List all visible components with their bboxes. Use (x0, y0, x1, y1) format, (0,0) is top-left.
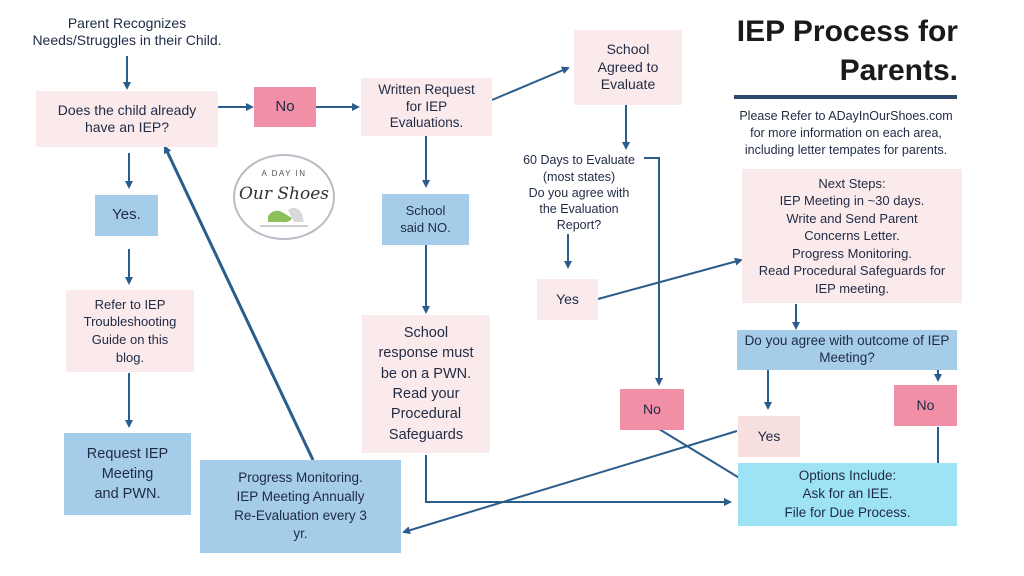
arrow-no-to-options (658, 428, 748, 484)
node-no-2: No (620, 389, 684, 430)
node-next-steps: Next Steps: IEP Meeting in ~30 days. Wri… (742, 169, 962, 303)
arrow-yes-to-progress (402, 430, 738, 535)
arrow-request-to-agreed (491, 66, 570, 101)
reference-note: Please Refer to ADayInOurShoes.com for m… (739, 109, 953, 157)
logo-line2: Our Shoes (239, 184, 329, 204)
arrow-yes-to-next-steps (597, 257, 743, 300)
node-parent-recognizes: Parent Recognizes Needs/Struggles in the… (32, 14, 222, 49)
node-troubleshooting: Refer to IEP Troubleshooting Guide on th… (66, 290, 194, 372)
node-pwn-response: School response must be on a PWN. Read y… (362, 315, 490, 453)
logo-line1: A DAY IN (261, 169, 306, 178)
node-school-said-no: School said NO. (382, 194, 469, 245)
node-no-1: No (254, 87, 316, 127)
node-school-agreed: School Agreed to Evaluate (574, 30, 682, 105)
node-already-has-iep: Does the child already have an IEP? (36, 91, 218, 147)
node-options: Options Include: Ask for an IEE. File fo… (738, 463, 957, 526)
a-day-in-our-shoes-logo: A DAY IN Our Shoes (230, 152, 338, 242)
arrow-progress-to-question (163, 145, 315, 461)
node-progress-monitoring: Progress Monitoring. IEP Meeting Annuall… (200, 460, 401, 553)
node-yes-1: Yes. (95, 195, 158, 236)
node-request-meeting: Request IEP Meeting and PWN. (64, 433, 191, 515)
node-yes-3: Yes (738, 416, 800, 457)
title-divider (734, 95, 957, 99)
node-no-3: No (894, 385, 957, 426)
node-written-request: Written Request for IEP Evaluations. (361, 78, 492, 136)
shoe-icon (268, 207, 304, 223)
node-sixty-days: 60 Days to Evaluate (most states) Do you… (523, 153, 635, 233)
page-title: IEP Process for Parents. (736, 15, 958, 87)
arrow-sixty-to-no (644, 157, 663, 386)
node-yes-2: Yes (537, 279, 598, 320)
node-agree-outcome: Do you agree with outcome of IEP Meeting… (737, 330, 957, 370)
arrow-pwn-to-options (425, 455, 732, 506)
